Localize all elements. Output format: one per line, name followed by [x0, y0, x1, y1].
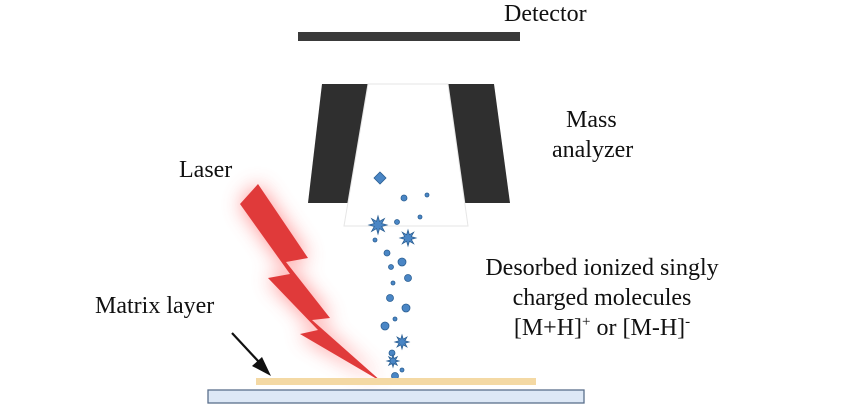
- particle-star: [367, 214, 389, 236]
- particle-dot: [399, 367, 405, 373]
- particle-diamond: [373, 171, 387, 185]
- particle-dot: [388, 349, 396, 357]
- sample-slide: [207, 389, 585, 404]
- ion-joiner: or: [590, 315, 623, 341]
- particle-dot: [424, 192, 430, 198]
- particle-dot: [388, 264, 394, 270]
- molecules-label-line1: Desorbed ionized singly: [485, 255, 719, 281]
- laser-label: Laser: [179, 157, 233, 183]
- ion-positive-charge: +: [582, 314, 591, 330]
- molecules-label-line2: charged molecules: [512, 285, 692, 311]
- analyzer-flight-tube: [343, 83, 469, 227]
- particle-star: [385, 353, 401, 369]
- particle-dot: [404, 274, 412, 282]
- mass-analyzer-label-line1: Mass: [566, 107, 617, 133]
- matrix-layer-label: Matrix layer: [95, 293, 215, 319]
- particle-dot: [390, 280, 396, 286]
- matrix-layer-strip: [256, 378, 536, 385]
- particle-dot: [417, 214, 423, 220]
- laser-bolt-core: [240, 184, 382, 382]
- mass-analyzer: [308, 83, 510, 227]
- ion-negative-charge: -: [685, 314, 691, 330]
- ion-positive-base: [M+H]: [513, 315, 583, 341]
- particle-dot: [386, 294, 394, 302]
- laser-bolt: [240, 184, 382, 382]
- particle-dot: [392, 316, 398, 322]
- particle-star: [398, 228, 418, 248]
- matrix-layer-arrow: [231, 332, 271, 376]
- particle-dot: [400, 194, 408, 202]
- mass-analyzer-label-line2: analyzer: [552, 137, 634, 163]
- particle-dot: [383, 249, 391, 257]
- ion-negative-base: [M-H]: [622, 315, 686, 341]
- detector-bar: [298, 32, 520, 41]
- particle-dot: [380, 321, 390, 331]
- analyzer-right-block: [448, 84, 510, 203]
- particle-dot: [397, 257, 407, 267]
- particle-star: [393, 333, 411, 351]
- particle-dot: [394, 219, 400, 225]
- ion-formula: [M+H]+ or [M-H]-: [452, 314, 752, 343]
- desorbed-particles: [367, 171, 430, 380]
- detector-label: Detector: [504, 1, 587, 27]
- particle-dot: [401, 303, 411, 313]
- particle-dot: [372, 237, 378, 243]
